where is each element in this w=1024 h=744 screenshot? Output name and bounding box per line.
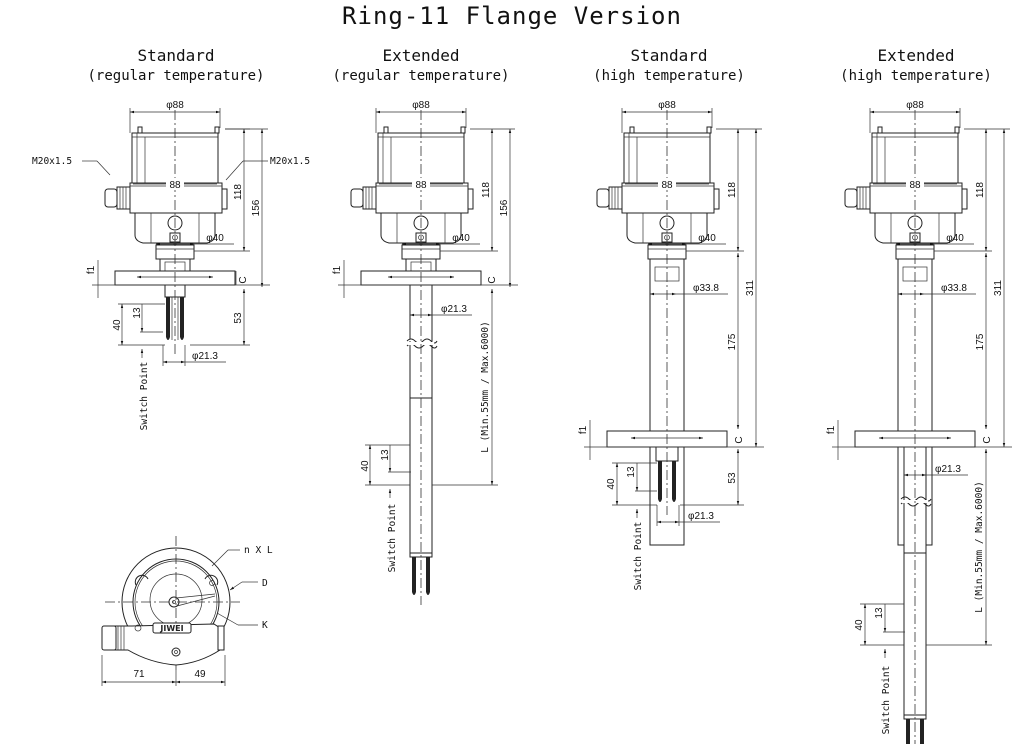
logo-plate xyxy=(152,622,192,634)
dim-probe-length-L: L (Min.55mm / Max.6000) xyxy=(480,321,491,453)
variant-2-drawing xyxy=(350,110,482,605)
dim-flange-c: C xyxy=(982,436,993,443)
label-cable-gland-right: M20x1.5 xyxy=(270,156,310,167)
label-switch-point: Switch Point xyxy=(881,666,892,735)
dim-height-total: 311 xyxy=(745,280,756,296)
label-pitch-K: K xyxy=(262,620,268,631)
dim-body-width: 88 xyxy=(661,180,673,191)
dim-flange-c: C xyxy=(734,436,745,443)
logo-text: JIWEI xyxy=(159,624,183,633)
variant-2-dimensions: φ88 88 118 156 φ40 C f1 φ21.3 L (Min.55m… xyxy=(332,100,518,572)
variant-name: Extended xyxy=(877,46,955,65)
dim-neck-diameter: φ40 xyxy=(698,233,716,244)
variant-name: Extended xyxy=(382,46,460,65)
dim-probe-diameter: φ21.3 xyxy=(192,351,218,362)
dim-probe-diameter: φ21.3 xyxy=(688,511,714,522)
variant-header-1: Standard (regular temperature) xyxy=(66,46,286,86)
variant-3-dimensions: φ88 88 118 311 φ40 φ33.8 175 C f1 53 40 xyxy=(578,100,764,590)
dim-head-diameter: φ88 xyxy=(906,100,924,111)
dim-switch-offset: 13 xyxy=(132,307,143,319)
dim-probe-diameter: φ21.3 xyxy=(935,464,961,475)
dim-neck-diameter: φ40 xyxy=(206,233,224,244)
dim-height-head: 118 xyxy=(727,182,738,198)
label-cable-gland-left: M20x1.5 xyxy=(32,156,72,167)
dim-height-head: 118 xyxy=(233,184,244,200)
dim-switch-offset: 13 xyxy=(874,607,885,619)
variant-subtitle: (regular temperature) xyxy=(87,68,265,84)
dim-flange-c: C xyxy=(487,276,498,283)
variant-name: Standard xyxy=(630,46,708,65)
variant-subtitle: (regular temperature) xyxy=(332,68,510,84)
label-switch-point: Switch Point xyxy=(633,522,644,591)
dim-head-diameter: φ88 xyxy=(658,100,676,111)
dim-height-head: 118 xyxy=(481,182,492,198)
dim-switch-offset: 13 xyxy=(626,466,637,478)
variant-4-drawing xyxy=(844,110,976,744)
dim-head-diameter: φ88 xyxy=(166,100,184,111)
top-view-drawing: JIWEI n X L D K 71 49 xyxy=(101,536,273,686)
variant-header-3: Standard (high temperature) xyxy=(559,46,779,86)
label-diameter-D: D xyxy=(262,578,268,589)
dim-body-width: 88 xyxy=(415,180,427,191)
drawing-title: Ring-11 Flange Version xyxy=(342,2,682,30)
variant-subtitle: (high temperature) xyxy=(593,68,745,84)
dim-flange-f1: f1 xyxy=(332,265,343,274)
dim-fork-length: 40 xyxy=(606,478,617,490)
label-switch-point: Switch Point xyxy=(139,362,150,431)
dim-switch-offset: 13 xyxy=(380,449,391,461)
dim-height-total: 156 xyxy=(499,199,510,216)
dim-extension-length: 175 xyxy=(727,333,738,350)
variant-subtitle: (high temperature) xyxy=(840,68,992,84)
dim-probe-length: 53 xyxy=(233,312,244,324)
dim-flange-f1: f1 xyxy=(578,425,589,434)
dim-fork-length: 40 xyxy=(112,319,123,331)
dim-body-width: 88 xyxy=(169,180,181,191)
variant-4-dimensions: φ88 88 118 311 φ40 φ33.8 175 C f1 φ21.3 … xyxy=(826,100,1012,734)
label-bolt-holes: n X L xyxy=(244,545,273,556)
dim-neck-diameter: φ40 xyxy=(946,233,964,244)
variant-header-2: Extended (regular temperature) xyxy=(311,46,531,86)
dim-probe-length: 53 xyxy=(727,472,738,484)
dim-top-left: 71 xyxy=(133,669,145,680)
variant-1-drawing xyxy=(104,110,236,355)
dim-head-diameter: φ88 xyxy=(412,100,430,111)
dim-body-width: 88 xyxy=(909,180,921,191)
dim-extension-length: 175 xyxy=(975,333,986,350)
dim-fork-length: 40 xyxy=(360,460,371,472)
dim-extension-diameter: φ33.8 xyxy=(693,283,719,294)
variant-1-dimensions: φ88 88 118 156 φ40 C f1 M20x1.5 M20x1.5 xyxy=(32,100,310,430)
dim-probe-length-L: L (Min.55mm / Max.6000) xyxy=(974,481,985,613)
dim-extension-diameter: φ33.8 xyxy=(941,283,967,294)
label-switch-point: Switch Point xyxy=(387,504,398,573)
dim-flange-f1: f1 xyxy=(826,425,837,434)
dim-flange-f1: f1 xyxy=(86,265,97,274)
dim-height-head: 118 xyxy=(975,182,986,198)
dim-fork-length: 40 xyxy=(854,619,865,631)
dim-neck-diameter: φ40 xyxy=(452,233,470,244)
dim-probe-diameter: φ21.3 xyxy=(441,304,467,315)
dim-height-total: 311 xyxy=(993,280,1004,296)
dim-flange-c: C xyxy=(238,276,249,283)
variant-header-4: Extended (high temperature) xyxy=(806,46,1024,86)
variant-name: Standard xyxy=(137,46,215,65)
dim-height-total: 156 xyxy=(251,199,262,216)
variant-3-drawing xyxy=(596,110,728,546)
dim-top-right: 49 xyxy=(194,669,206,680)
